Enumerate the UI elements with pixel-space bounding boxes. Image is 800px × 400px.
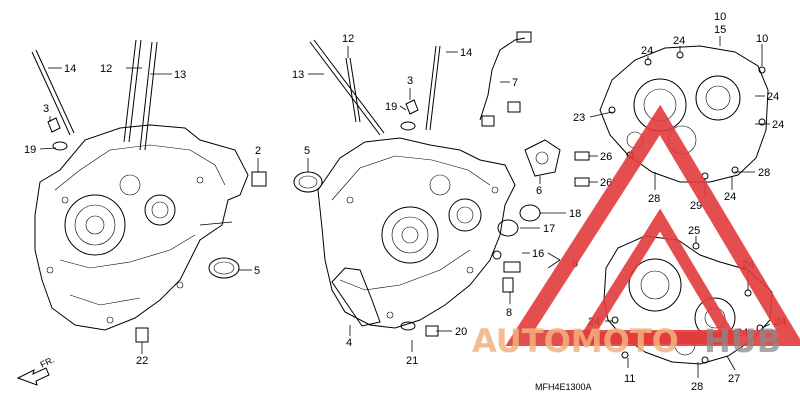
- callout-right-29: 29: [690, 200, 702, 212]
- callout-center-19: 19: [385, 101, 397, 113]
- callout-center-18: 18: [569, 208, 581, 220]
- center-leaders: [307, 46, 598, 352]
- callout-right-28b: 28: [648, 193, 660, 205]
- left-studs: [31, 39, 267, 343]
- callout-lower-27: 27: [728, 373, 740, 385]
- callout-left-5: 5: [254, 265, 260, 277]
- callout-center-5: 5: [304, 145, 310, 157]
- left-leaders: [39, 67, 259, 354]
- callout-center-7: 7: [512, 77, 518, 89]
- callout-left-2: 2: [255, 145, 261, 157]
- callout-center-21: 21: [406, 355, 418, 367]
- watermark: AUTOMOTO HUB: [472, 104, 800, 360]
- left-crankcase: [34, 124, 249, 331]
- callout-left-22: 22: [136, 355, 148, 367]
- callout-center-17: 17: [543, 223, 555, 235]
- center-crankcase: [317, 137, 516, 329]
- callout-right-15: 15: [714, 24, 726, 36]
- watermark-text-automoto: AUTOMOTO: [472, 322, 679, 360]
- callout-center-6: 6: [536, 185, 542, 197]
- watermark-triangle-logo: [505, 104, 800, 346]
- front-arrow: FR.: [16, 355, 56, 386]
- callout-right-10b: 10: [756, 33, 768, 45]
- callout-right-24a: 24: [641, 45, 653, 57]
- callout-center-13: 13: [292, 69, 304, 81]
- callout-center-20: 20: [455, 326, 467, 338]
- callout-labels: 14 12 13 3 19 2 5 22 13 12 14 3 19 7 5 4…: [24, 11, 786, 393]
- callout-left-12: 12: [100, 63, 112, 75]
- callout-left-19: 19: [24, 144, 36, 156]
- callout-center-26a: 26: [600, 151, 612, 163]
- callout-right-24e: 24: [724, 191, 736, 203]
- callout-lower-11: 11: [624, 373, 635, 385]
- callout-lower-28: 28: [691, 381, 703, 393]
- callout-right-10a: 10: [714, 11, 726, 23]
- callout-right-23: 23: [573, 112, 585, 124]
- callout-left-13: 13: [174, 69, 186, 81]
- callout-lower-25: 25: [688, 225, 700, 237]
- callout-right-28a: 28: [758, 167, 770, 179]
- right-upper-leaders: [589, 36, 770, 196]
- callout-center-12: 12: [342, 33, 354, 45]
- callout-center-14: 14: [460, 47, 472, 59]
- watermark-text-hub: HUB: [704, 322, 781, 360]
- callout-center-4: 4: [346, 337, 352, 349]
- diagram-code: MFH4E1300A: [535, 382, 592, 392]
- front-marker-label: FR.: [39, 355, 56, 370]
- center-studs: [293, 31, 590, 337]
- callout-left-3: 3: [43, 103, 49, 115]
- callout-left-14: 14: [64, 63, 76, 75]
- callout-center-16: 16: [532, 248, 544, 260]
- callout-right-24b: 24: [673, 35, 685, 47]
- callout-right-24c: 24: [767, 91, 779, 103]
- callout-center-8: 8: [506, 307, 512, 319]
- callout-center-3: 3: [407, 75, 413, 87]
- callout-right-24d: 24: [772, 119, 784, 131]
